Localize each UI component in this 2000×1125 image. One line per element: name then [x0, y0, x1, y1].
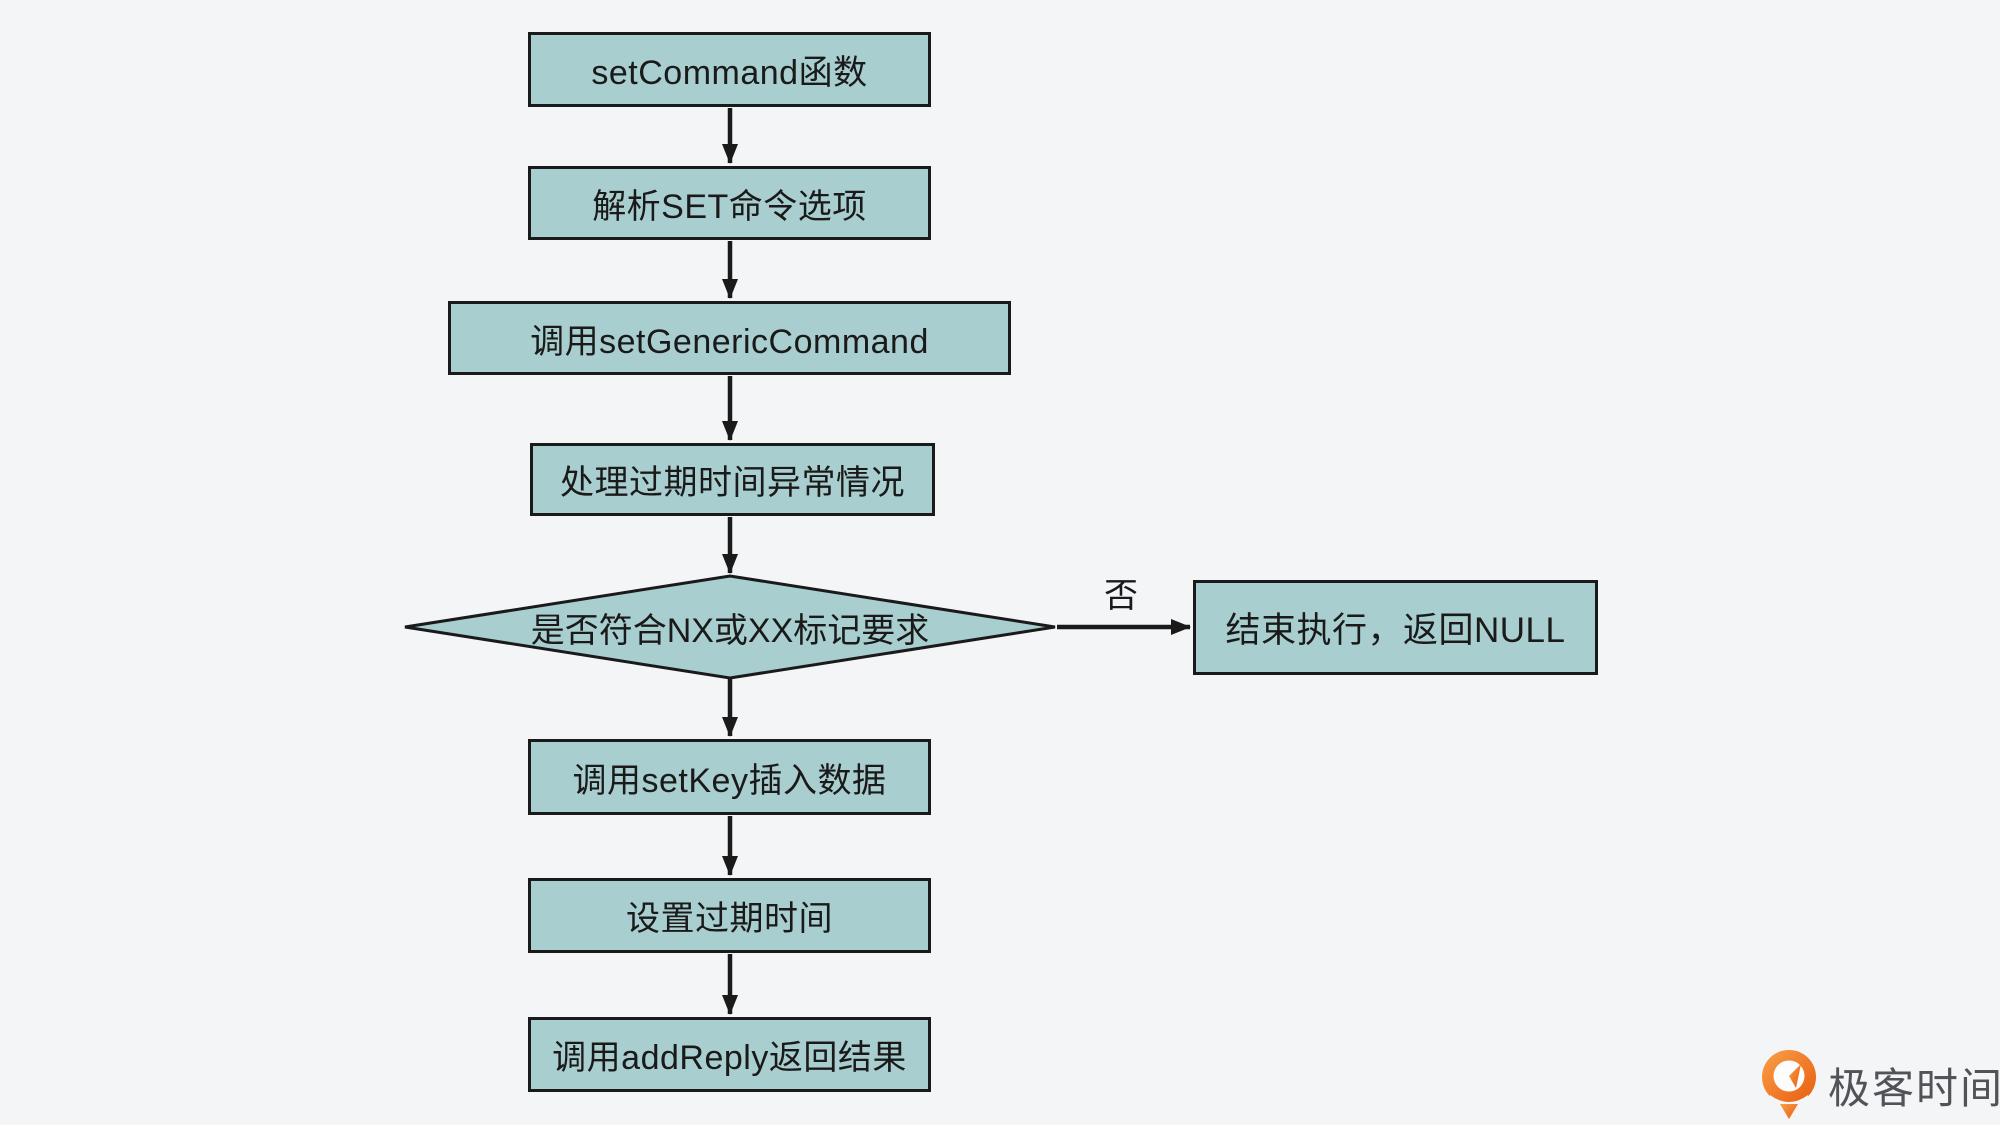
geektime-logo: 极客时间 — [1758, 1048, 2000, 1122]
node-nx-xx-flag-decision-label: 是否符合NX或XX标记要求 — [530, 611, 930, 650]
node-return-null: 结束执行，返回NULL — [1193, 580, 1598, 675]
geektime-logo-text: 极客时间 — [1828, 1064, 2000, 1112]
node-set-expire-time: 设置过期时间 — [528, 878, 931, 953]
node-set-command: setCommand函数 — [528, 32, 931, 107]
node-call-set-key: 调用setKey插入数据 — [528, 739, 931, 815]
node-call-set-generic-command: 调用setGenericCommand — [448, 301, 1011, 375]
geektime-logo-icon — [1762, 1050, 1816, 1119]
node-parse-set-options: 解析SET命令选项 — [528, 166, 931, 240]
edge-label-no: 否 — [1104, 576, 1138, 615]
node-handle-expire-exception: 处理过期时间异常情况 — [530, 443, 935, 516]
node-call-add-reply: 调用addReply返回结果 — [528, 1017, 931, 1092]
